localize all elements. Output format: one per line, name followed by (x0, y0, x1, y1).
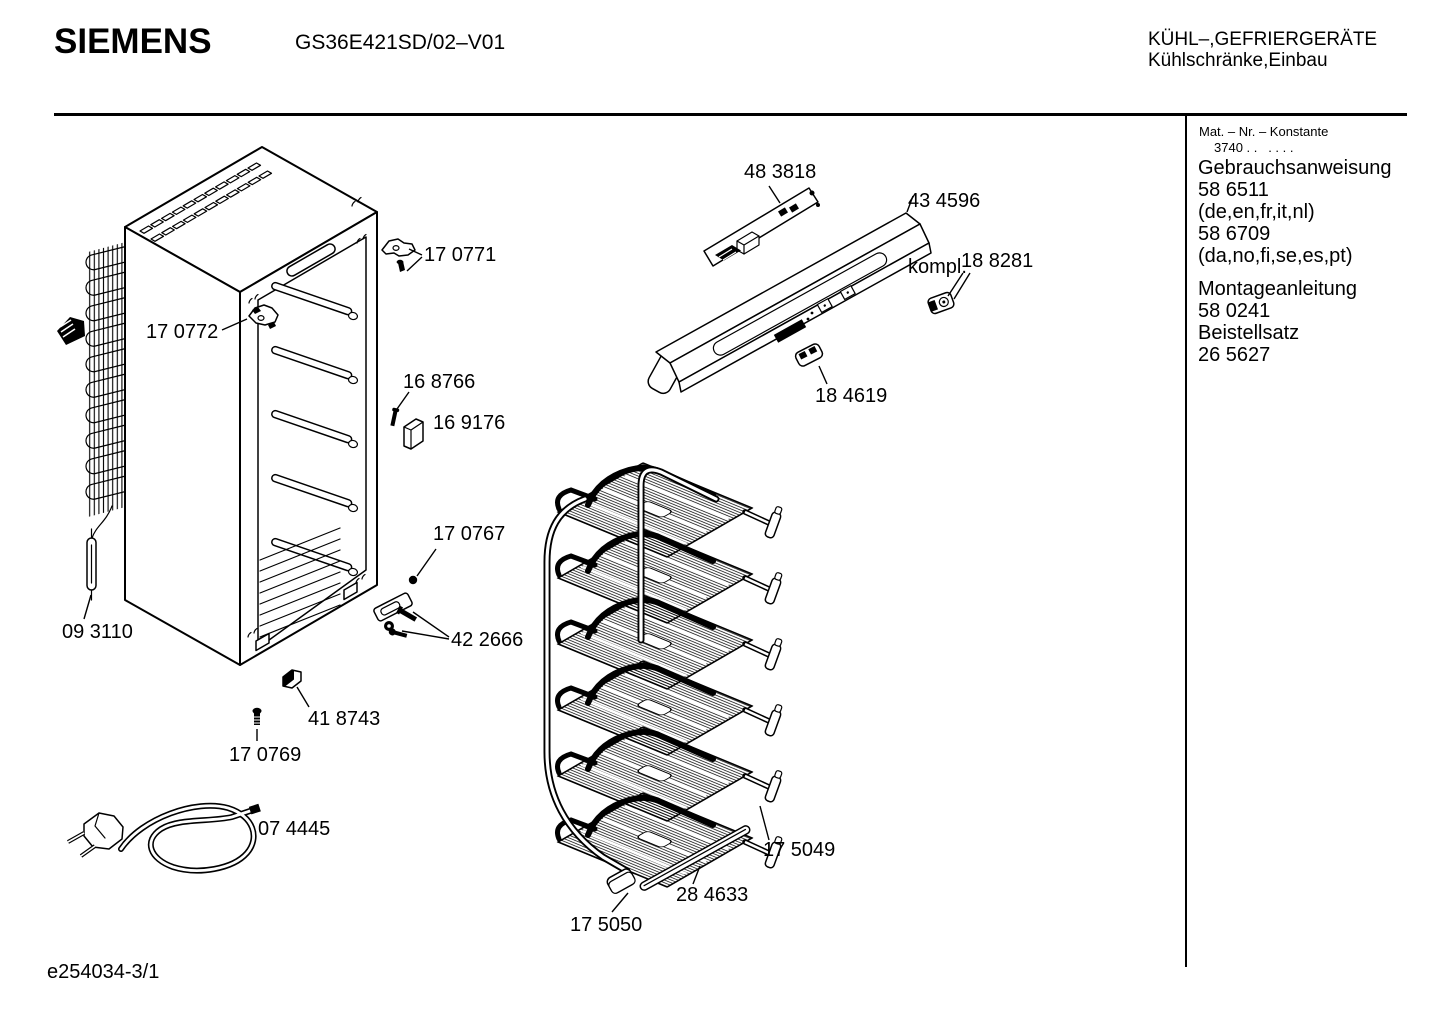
part-label-093110: 09 3110 (62, 621, 133, 643)
part-label-434596-suffix: kompl. (908, 256, 967, 278)
part-label-434596: 43 4596 kompl. (908, 146, 980, 322)
pin-and-cover (390, 391, 424, 450)
info-item-5: Montageanleitung (1198, 278, 1358, 300)
part-label-175050: 17 5050 (570, 914, 643, 936)
part-label-188281: 18 8281 (961, 250, 1034, 272)
shelf-stack (543, 463, 784, 913)
bottom-hinge-assembly (373, 592, 450, 640)
part-label-074445: 07 4445 (258, 818, 331, 840)
info-item-4: (da,no,fi,se,es,pt) (1198, 245, 1353, 267)
part-label-170767: 17 0767 (433, 523, 506, 545)
part-label-169176: 16 9176 (433, 412, 506, 434)
grommet (927, 272, 971, 315)
screw-front (408, 548, 437, 585)
part-label-284633: 28 4633 (676, 884, 749, 906)
circuit-board (703, 185, 820, 267)
clamp-part (57, 317, 85, 345)
sensor-part (83, 528, 97, 620)
mat-nr-label: Mat. – Nr. – Konstante (1199, 124, 1329, 139)
info-panel-rule (1185, 116, 1187, 967)
hinge-top-right (381, 238, 423, 272)
cabinet (124, 146, 378, 666)
rail-clip (606, 868, 636, 894)
condenser (83, 240, 138, 539)
info-item-1: 58 6511 (1198, 179, 1269, 201)
brand-logo: SIEMENS (54, 22, 212, 61)
category-line-1: KÜHL–,GEFRIERGERÄTE (1148, 29, 1378, 50)
info-item-8: 26 5627 (1198, 344, 1271, 366)
header-rule (54, 113, 1407, 116)
part-label-175049: 17 5049 (763, 839, 836, 861)
support-rail (639, 825, 751, 891)
floor-ribs (259, 527, 341, 638)
part-label-184619: 18 4619 (815, 385, 888, 407)
konstante-value: 3740 . . . . . . (1214, 140, 1294, 155)
control-panel (647, 195, 932, 395)
part-label-170772: 17 0772 (146, 321, 219, 343)
info-item-6: 58 0241 (1198, 300, 1271, 322)
screw-bottom (252, 707, 262, 741)
part-label-170769: 17 0769 (229, 744, 302, 766)
part-label-170771: 17 0771 (424, 244, 497, 266)
part-label-422666: 42 2666 (451, 629, 524, 651)
doc-ref: e254034-3/1 (47, 961, 160, 983)
part-label-434596-number: 43 4596 (908, 190, 981, 212)
hinge-top-left (221, 304, 279, 331)
info-item-0: Gebrauchsanweisung (1198, 157, 1392, 179)
model-number: GS36E421SD/02–V01 (295, 31, 506, 54)
info-item-7: Beistellsatz (1198, 322, 1300, 344)
info-item-2: (de,en,fr,it,nl) (1198, 201, 1315, 223)
part-label-483818: 48 3818 (744, 161, 817, 183)
foot-bracket (282, 669, 310, 708)
power-cord (67, 802, 261, 874)
part-label-418743: 41 8743 (308, 708, 381, 730)
panel-clip (794, 343, 828, 385)
category-line-2: Kühlschränke,Einbau (1148, 50, 1328, 71)
part-label-168766: 16 8766 (403, 371, 476, 393)
info-item-3: 58 6709 (1198, 223, 1271, 245)
